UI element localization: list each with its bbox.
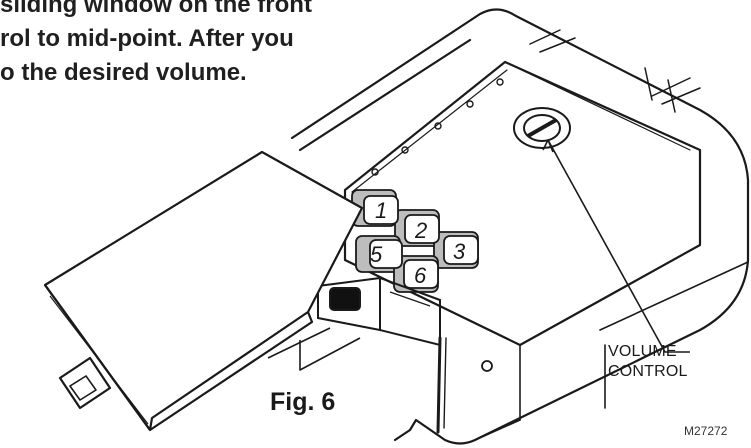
key-2: 2	[414, 218, 427, 243]
key-3: 3	[453, 239, 466, 264]
callout-leader	[542, 139, 690, 353]
instruction-text: sliding window on the front rol to mid-p…	[0, 0, 430, 90]
callout-line-2: CONTROL	[608, 363, 688, 380]
instruction-line-1: sliding window on the front	[0, 0, 312, 18]
battery-compartment	[317, 276, 441, 347]
volume-control-callout: VOLUME CONTROL	[608, 342, 688, 382]
instruction-line-3: o the desired volume.	[0, 59, 247, 86]
figure-caption: Fig. 6	[270, 388, 336, 416]
housing-outline	[290, 8, 750, 445]
key-1: 1	[375, 198, 387, 223]
key-5: 5	[370, 242, 383, 267]
callout-line-1: VOLUME	[608, 343, 677, 360]
key-6: 6	[414, 263, 427, 288]
housing-top-edge	[298, 38, 472, 152]
volume-control-knob	[513, 107, 571, 149]
instruction-line-2: rol to mid-point. After you	[0, 25, 294, 52]
figure-code: M27272	[684, 424, 728, 438]
removed-cover	[43, 150, 364, 432]
keypad	[351, 189, 479, 293]
